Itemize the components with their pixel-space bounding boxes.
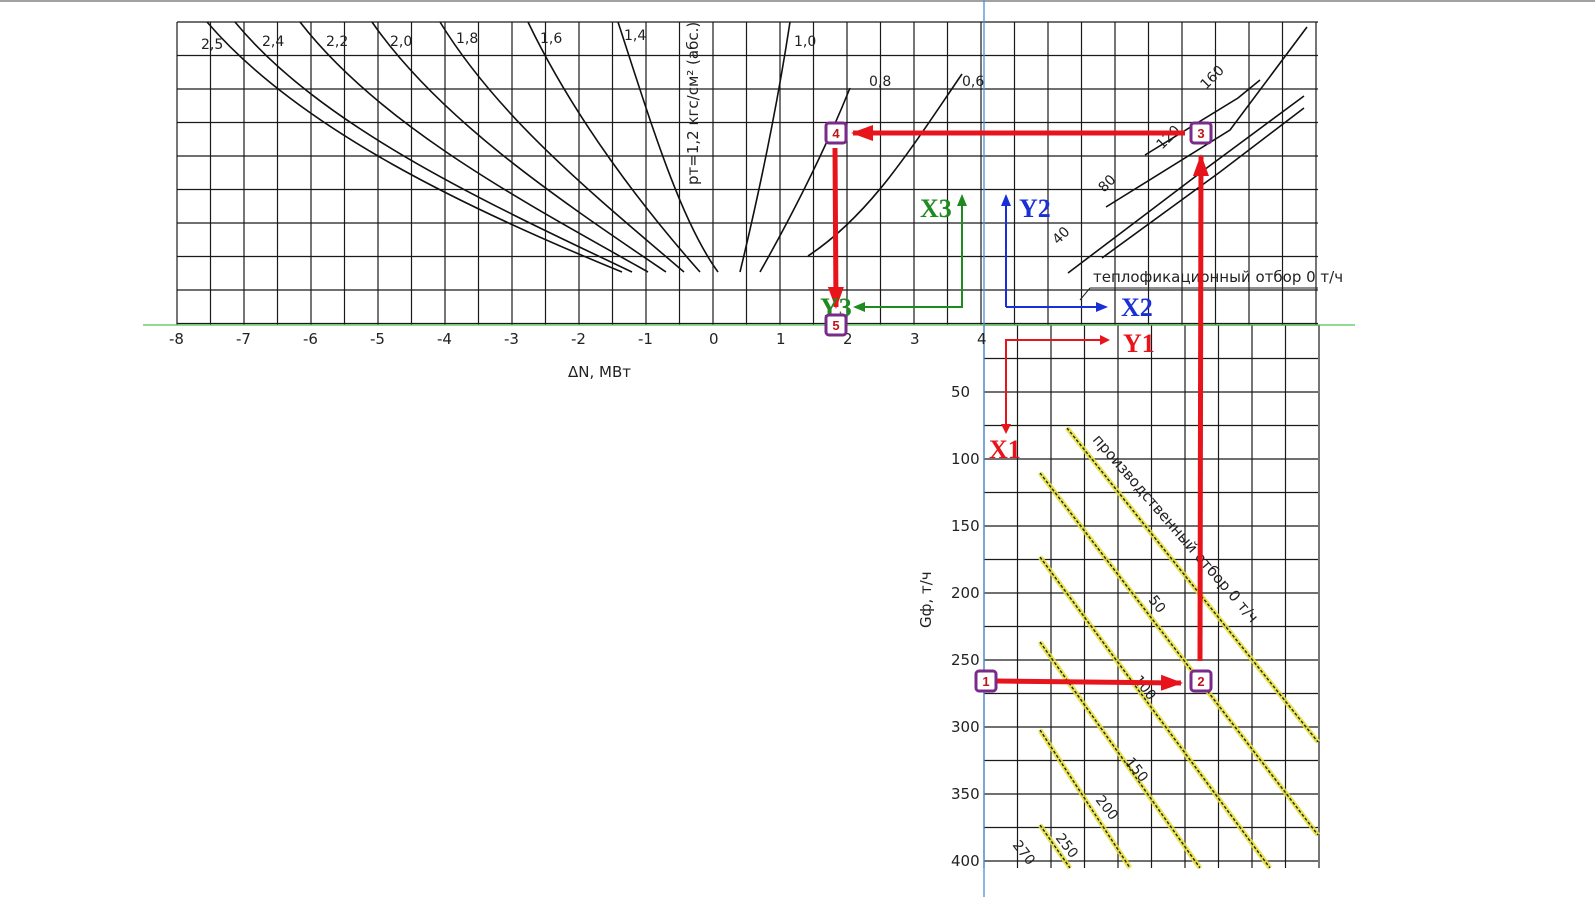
step-markers: 1 2 3 4 5 (824, 121, 1213, 693)
y-tick-label: 350 (951, 785, 980, 803)
production-curve (1066, 427, 1319, 743)
step-marker-box (974, 669, 998, 693)
curve-label: 1,4 (624, 28, 646, 44)
curve-label: 2,4 (262, 34, 284, 50)
step-marker-label: 1 (982, 674, 989, 689)
curve-label: 2,5 (201, 37, 223, 53)
step-marker-1: 1 (974, 669, 998, 693)
y2-label: Y2 (1019, 194, 1051, 223)
y-tick-label: 400 (951, 852, 980, 870)
step-marker-5: 5 (824, 313, 848, 337)
axis-system-3: X3 Y3 (820, 194, 967, 322)
production-curve (1039, 556, 1271, 869)
y-tick-label: 50 (951, 383, 970, 401)
heating-curve (1144, 79, 1261, 156)
step-marker-label: 5 (832, 318, 839, 333)
y-tick-label: 200 (951, 584, 980, 602)
step-marker-3: 3 (1189, 121, 1213, 145)
x-tick-label: -4 (437, 330, 452, 348)
upper-curve-family (206, 21, 963, 273)
step-marker-box (824, 313, 848, 337)
curve-label: 1,8 (456, 31, 478, 47)
step-marker-label: 4 (832, 126, 840, 141)
upper-y-axis-label: pт=1,2 кгс/см² (абс.) (684, 22, 702, 185)
y-tick-labels: 50 100 150 200 250 300 350 400 (951, 383, 980, 870)
x-tick-label: 2 (843, 330, 853, 348)
heating-curve-label: 80 (1096, 172, 1120, 196)
heating-curve (1101, 107, 1305, 259)
heating-annotation: теплофикационный отбор 0 т/ч (1079, 268, 1343, 301)
x-tick-labels: -8 -7 -6 -5 -4 -3 -2 -1 0 1 2 3 4 (169, 330, 987, 348)
curve-0-6 (807, 73, 963, 257)
curve-label: 0,8 (869, 74, 891, 90)
curve-2-5 (206, 21, 623, 273)
curve-label: 1,6 (540, 31, 562, 47)
production-curve-label: 150 (1122, 755, 1151, 786)
y-tick-label: 150 (951, 517, 980, 535)
axis-system-2: X2 Y2 (1001, 194, 1153, 322)
heating-curve-label: 40 (1050, 224, 1074, 248)
y1-label: Y1 (1123, 329, 1155, 358)
curve-1-8 (439, 21, 685, 273)
curve-1-6 (527, 21, 701, 273)
x-tick-label: -3 (504, 330, 519, 348)
path-segment-1-2 (996, 674, 1183, 691)
x-tick-label: 1 (776, 330, 786, 348)
x-tick-label: -7 (236, 330, 251, 348)
curve-2-2 (299, 21, 649, 273)
x-tick-label: 0 (709, 330, 719, 348)
production-curve (1039, 472, 1319, 836)
curve-2-0 (371, 21, 667, 273)
x3-label: X3 (920, 194, 952, 223)
x-tick-label: 3 (910, 330, 920, 348)
curve-1-0 (739, 21, 791, 273)
x-tick-label: -5 (370, 330, 385, 348)
step-marker-2: 2 (1189, 669, 1213, 693)
axis-system-1: X1 Y1 (989, 329, 1155, 464)
heating-annotation-text: теплофикационный отбор 0 т/ч (1093, 268, 1343, 286)
x-tick-label: -1 (638, 330, 653, 348)
production-curve (1039, 729, 1131, 869)
y-tick-label: 250 (951, 651, 980, 669)
curve-label: 2,2 (326, 34, 348, 50)
x-tick-label: -6 (303, 330, 318, 348)
curve-label: 0,6 (962, 74, 984, 90)
x1-label: X1 (989, 435, 1021, 464)
y-tick-label: 100 (951, 450, 980, 468)
lower-y-axis-label: Gф, т/ч (917, 571, 935, 628)
grid (176, 21, 1320, 868)
curve-2-4 (234, 21, 633, 273)
heating-curve-label: 120 (1154, 123, 1184, 153)
step-marker-label: 3 (1197, 126, 1204, 141)
production-curve (1039, 824, 1071, 869)
path-segment-4-5 (827, 147, 844, 309)
production-curve-label: 270 (1009, 838, 1038, 869)
step-marker-box (824, 121, 848, 145)
heating-curve (1105, 26, 1308, 208)
x-axis-label: ΔN, МВт (568, 363, 631, 381)
production-annotation-text: производственный отбор 0 т/ч (1089, 431, 1262, 626)
step-marker-box (1189, 669, 1213, 693)
curve-0-8 (759, 87, 851, 273)
step-marker-4: 4 (824, 121, 848, 145)
x-tick-label: -2 (571, 330, 586, 348)
path-segment-2-3 (1192, 154, 1209, 662)
curve-label: 1,0 (794, 34, 816, 50)
y-tick-label: 300 (951, 718, 980, 736)
heating-extraction-curves: 40 80 120 160 (1050, 26, 1308, 274)
step-marker-label: 2 (1197, 674, 1204, 689)
upper-curve-labels: 2,5 2,4 2,2 2,0 1,8 1,6 1,4 1,0 0,8 0,6 (201, 28, 984, 90)
heating-curve-label: 160 (1198, 63, 1228, 93)
x2-label: X2 (1121, 293, 1153, 322)
step-marker-box (1189, 121, 1213, 145)
solution-path (827, 125, 1209, 691)
curve-label: 2,0 (390, 34, 412, 50)
x-tick-label: 4 (977, 330, 987, 348)
curve-1-4 (617, 21, 719, 273)
x-tick-label: -8 (169, 330, 184, 348)
